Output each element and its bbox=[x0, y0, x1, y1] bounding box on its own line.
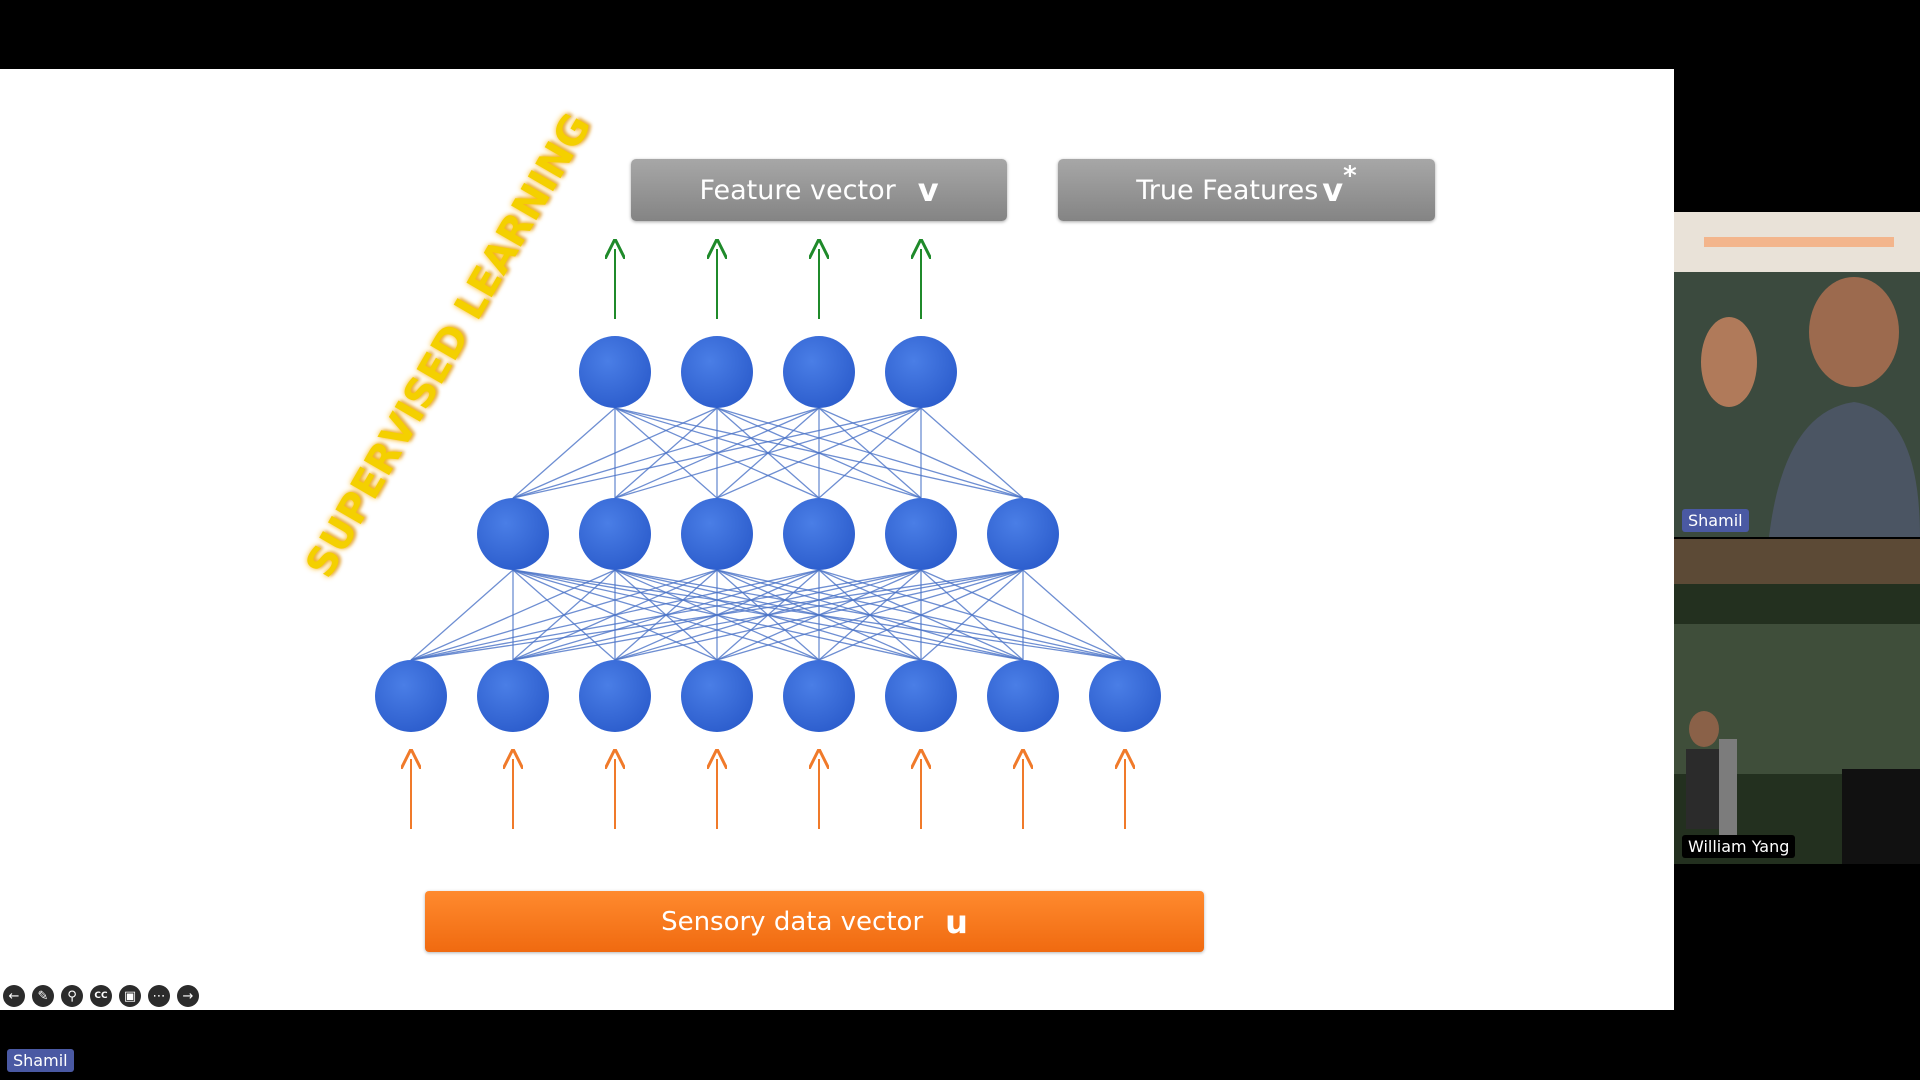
network-edge bbox=[818, 569, 1126, 661]
participant-video-william[interactable]: William Yang bbox=[1674, 539, 1920, 864]
sensory-data-box: Sensory data vector u bbox=[425, 891, 1204, 952]
network-edge bbox=[512, 569, 616, 661]
captions-icon[interactable]: CC bbox=[90, 985, 112, 1007]
feature-vector-symbol: v bbox=[917, 171, 939, 209]
hidden-node bbox=[987, 498, 1059, 570]
input-node bbox=[1089, 660, 1161, 732]
input-node bbox=[681, 660, 753, 732]
output-node bbox=[885, 336, 957, 408]
zoom-icon[interactable]: ⚲ bbox=[61, 985, 83, 1007]
hidden-node bbox=[579, 498, 651, 570]
hidden-node bbox=[783, 498, 855, 570]
participant-video-shamil[interactable]: Shamil bbox=[1674, 212, 1920, 537]
input-node bbox=[579, 660, 651, 732]
participant-name-label: William Yang bbox=[1682, 835, 1796, 858]
true-features-star: * bbox=[1343, 161, 1357, 191]
true-features-label: True Features bbox=[1136, 174, 1319, 206]
output-node bbox=[681, 336, 753, 408]
hidden-node bbox=[885, 498, 957, 570]
active-speaker-label: Shamil bbox=[7, 1049, 74, 1072]
network-edge bbox=[920, 569, 1126, 661]
sensory-data-symbol: u bbox=[945, 902, 968, 941]
network-edge bbox=[512, 569, 1024, 661]
network-edge bbox=[614, 407, 922, 499]
participant-video-frame bbox=[1674, 539, 1920, 864]
participant-name-label: Shamil bbox=[1682, 509, 1749, 532]
video-off-icon[interactable]: ▣ bbox=[119, 985, 141, 1007]
neural-network-diagram bbox=[375, 69, 1161, 829]
more-icon[interactable]: ⋯ bbox=[148, 985, 170, 1007]
participant-video-frame bbox=[1674, 212, 1920, 537]
feature-vector-box: Feature vector v bbox=[631, 159, 1007, 221]
network-edge bbox=[512, 569, 1126, 661]
true-features-symbol: v* bbox=[1322, 161, 1356, 209]
network-edge bbox=[614, 407, 718, 499]
network-edge bbox=[512, 407, 616, 499]
network-edge bbox=[920, 407, 1024, 499]
network-edge bbox=[512, 569, 718, 661]
input-node bbox=[477, 660, 549, 732]
network-edge bbox=[512, 569, 922, 661]
forward-icon[interactable]: → bbox=[177, 985, 199, 1007]
input-node bbox=[987, 660, 1059, 732]
input-node bbox=[885, 660, 957, 732]
presentation-slide: Feature vector v True Features v* SUPERV… bbox=[0, 69, 1674, 1010]
network-edge bbox=[1022, 569, 1126, 661]
input-node bbox=[375, 660, 447, 732]
slide-toolbar: ← ✎ ⚲ CC ▣ ⋯ → bbox=[3, 985, 199, 1007]
network-edge bbox=[614, 407, 820, 499]
output-node bbox=[579, 336, 651, 408]
network-edge bbox=[614, 569, 1126, 661]
output-node bbox=[783, 336, 855, 408]
hidden-node bbox=[477, 498, 549, 570]
feature-vector-label: Feature vector bbox=[699, 174, 896, 206]
true-features-box: True Features v* bbox=[1058, 159, 1435, 221]
hidden-node bbox=[681, 498, 753, 570]
back-icon[interactable]: ← bbox=[3, 985, 25, 1007]
input-node bbox=[783, 660, 855, 732]
network-edge bbox=[818, 407, 1024, 499]
sensory-data-label: Sensory data vector bbox=[661, 906, 924, 937]
pen-icon[interactable]: ✎ bbox=[32, 985, 54, 1007]
network-edge bbox=[716, 407, 1024, 499]
network-edge bbox=[512, 569, 820, 661]
network-edge bbox=[716, 569, 1126, 661]
network-edge bbox=[410, 569, 514, 661]
network-edge bbox=[614, 407, 1024, 499]
true-features-v: v bbox=[1322, 171, 1344, 209]
